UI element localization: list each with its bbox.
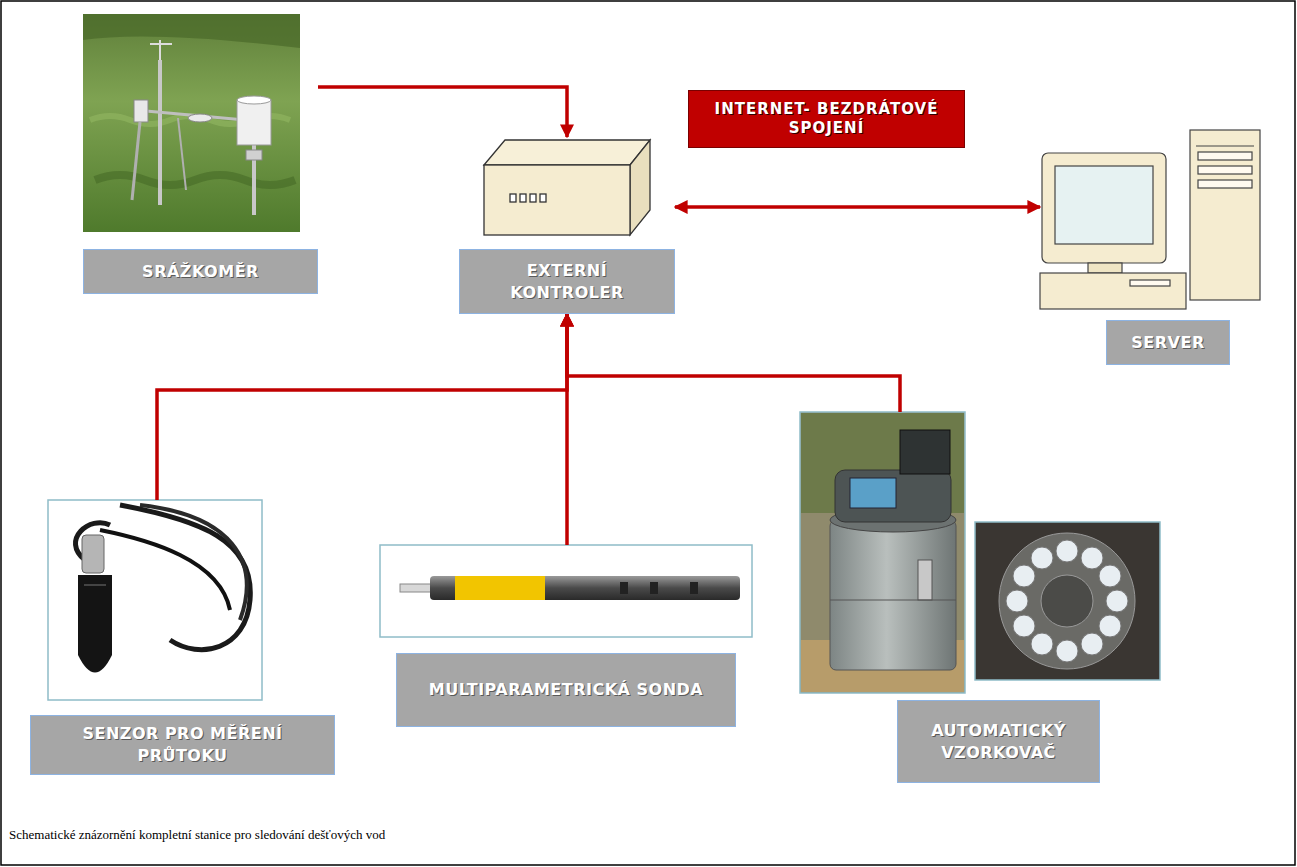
- flow-sensor-node: SENZOR PRO MĚŘENÍ PRŮTOKU: [30, 500, 335, 775]
- banner-text: INTERNET- BEZDRÁTOVÉ SPOJENÍ: [707, 100, 946, 139]
- server-icon: [1040, 130, 1260, 309]
- label-box: SENZOR PRO MĚŘENÍ PRŮTOKU: [30, 715, 335, 775]
- sampler-photo: [800, 412, 1160, 693]
- controller-icon: [484, 140, 650, 235]
- label-box: MULTIPARAMETRICKÁ SONDA: [396, 653, 736, 727]
- probe-node: MULTIPARAMETRICKÁ SONDA: [380, 545, 752, 727]
- device-label: AUTOMATICKÝ VZORKOVAČ: [906, 720, 1091, 763]
- device-label: SRÁŽKOMĚR: [142, 261, 259, 283]
- network-banner: INTERNET- BEZDRÁTOVÉ SPOJENÍ: [688, 90, 965, 148]
- device-label: EXTERNÍ KONTROLER: [468, 260, 666, 303]
- probe-photo: [380, 545, 752, 637]
- signal-connector: [157, 314, 567, 500]
- device-label: MULTIPARAMETRICKÁ SONDA: [429, 679, 703, 701]
- signal-connector: [318, 87, 567, 137]
- label-box: SRÁŽKOMĚR: [83, 249, 318, 294]
- label-box: SERVER: [1106, 320, 1230, 365]
- device-label: SERVER: [1131, 332, 1204, 354]
- sampler-node: AUTOMATICKÝ VZORKOVAČ: [800, 412, 1160, 783]
- controller-node: EXTERNÍ KONTROLER: [459, 137, 675, 314]
- server-node: SERVER: [1040, 128, 1262, 365]
- figure-caption: Schematické znázornění kompletní stanice…: [9, 827, 385, 843]
- rain-gauge-photo: [83, 14, 300, 232]
- signal-connector: [675, 205, 1040, 209]
- signal-connector: [567, 314, 900, 412]
- rain-gauge-node: SRÁŽKOMĚR: [83, 14, 318, 294]
- device-label: SENZOR PRO MĚŘENÍ PRŮTOKU: [39, 723, 326, 766]
- flow-sensor-photo: [48, 500, 262, 700]
- label-box: AUTOMATICKÝ VZORKOVAČ: [897, 700, 1100, 783]
- label-box: EXTERNÍ KONTROLER: [459, 249, 675, 314]
